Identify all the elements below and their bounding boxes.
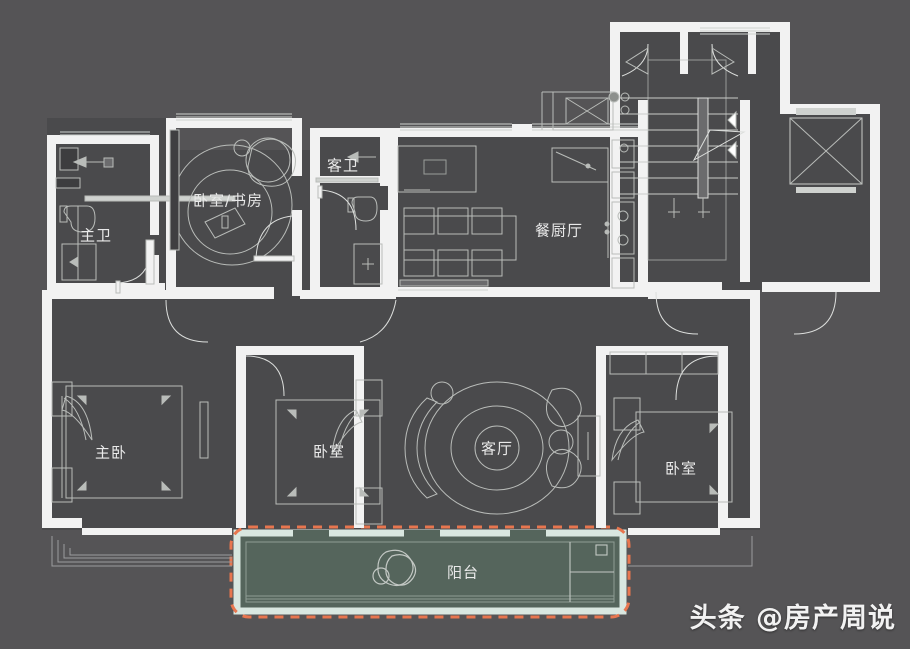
- balcony-highlight-outline: [229, 525, 631, 619]
- kitchen-dining-furniture: [397, 139, 635, 291]
- master-bedroom-furniture: [51, 381, 209, 503]
- terrace-edge-lines: [51, 536, 232, 567]
- master-bath-fixtures: [55, 147, 236, 294]
- right-bedroom-furniture: [609, 351, 733, 515]
- middle-bedroom-furniture: [245, 355, 383, 525]
- balcony-region: [229, 525, 631, 619]
- terrace-edge-lines-right: [628, 536, 753, 567]
- room-label-master-bath: 主卫: [80, 227, 112, 245]
- balcony-door-openings: [293, 530, 546, 540]
- furniture-and-fixtures: [51, 27, 863, 567]
- living-room-furniture: [404, 381, 601, 515]
- utility-appliances: [541, 91, 630, 131]
- room-label-bedroom-study: 卧室/书房: [193, 192, 263, 210]
- room-label-bedroom-right: 卧室: [665, 460, 697, 478]
- room-label-master-bedroom: 主卧: [95, 444, 127, 462]
- watermark: 头条 @房产周说: [689, 603, 896, 634]
- balcony-furniture: [372, 549, 417, 587]
- room-label-balcony: 阳台: [447, 564, 479, 582]
- room-label-living-room: 客厅: [481, 440, 513, 458]
- room-label-guest-bath: 客卫: [327, 157, 359, 175]
- study-furniture: [169, 129, 296, 266]
- stairwell: [620, 43, 863, 335]
- room-label-bedroom-middle: 卧室: [313, 443, 345, 461]
- guest-bath-fixtures: [315, 151, 383, 285]
- doors: [165, 299, 397, 343]
- walls: [42, 22, 880, 535]
- room-label-kitchen-dining: 餐厨厅: [535, 222, 583, 240]
